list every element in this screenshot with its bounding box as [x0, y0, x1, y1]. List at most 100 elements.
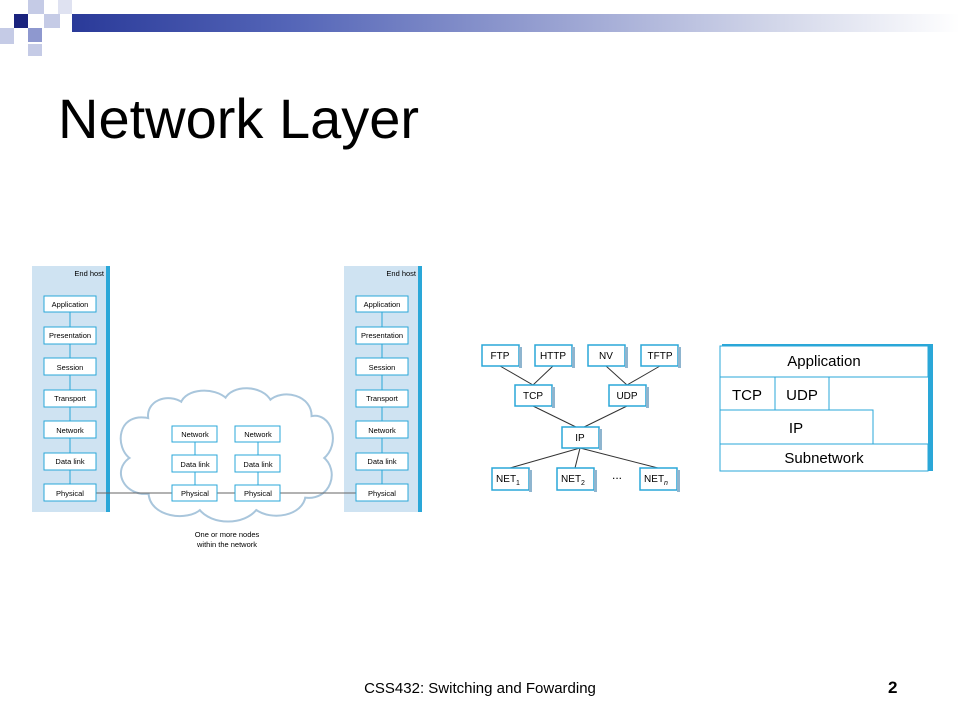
protocol-app-row: FTP HTTP NV TFTP — [481, 344, 681, 368]
node2-physical — [234, 484, 281, 502]
ftp-label: FTP — [491, 351, 510, 362]
left-host-stack: Application Presentation Session Transpo… — [43, 295, 97, 502]
node1-physical-label: Physical — [181, 489, 209, 498]
node2-datalink — [234, 454, 281, 473]
left-layer-presentation — [43, 326, 97, 345]
tcp-node-shadow — [552, 387, 555, 408]
right-layer-session — [355, 357, 409, 376]
cloud-caption-line1: One or more nodes — [195, 530, 260, 539]
left-layer-datalink — [43, 452, 97, 471]
left-layer-physical — [43, 483, 97, 502]
net1-label: NET1 — [496, 474, 520, 487]
stack-application-box — [719, 345, 929, 378]
protocol-net-row: NET1 NET2 ... NETn — [491, 467, 680, 492]
udp-node-label: UDP — [616, 391, 637, 402]
left-layer-session-label: Session — [57, 363, 84, 372]
udp-node-shadow — [646, 387, 649, 408]
network-node-2: Network Data link Physical — [234, 425, 281, 502]
right-host-stack: Application Presentation Session Transpo… — [355, 295, 409, 502]
stack-ip-label: IP — [789, 420, 803, 437]
node2-datalink-label: Data link — [243, 460, 272, 469]
protocol-graph-edges — [499, 365, 661, 469]
right-layer-datalink-label: Data link — [367, 457, 396, 466]
protocol-ip-node: IP — [561, 426, 602, 450]
right-layer-datalink — [355, 452, 409, 471]
right-host-edge — [418, 266, 422, 512]
net-ellipsis: ... — [612, 468, 622, 482]
right-layer-presentation — [355, 326, 409, 345]
corner-square-navy — [14, 14, 28, 28]
right-layer-transport-label: Transport — [366, 394, 399, 403]
tcp-node-label: TCP — [523, 391, 543, 402]
tftp-label: TFTP — [648, 351, 673, 362]
left-layer-network — [43, 420, 97, 439]
corner-square-light-1 — [28, 0, 44, 14]
right-layer-network-label: Network — [368, 426, 396, 435]
node2-network-label: Network — [244, 430, 272, 439]
stack-tcp-label: TCP — [732, 387, 762, 404]
netn-label: NETn — [644, 474, 668, 487]
right-layer-network — [355, 420, 409, 439]
http-label: HTTP — [540, 351, 566, 362]
slide-title: Network Layer — [58, 87, 420, 150]
stack-udp-label: UDP — [786, 387, 818, 404]
netn-shadow — [677, 470, 680, 492]
node1-network-label: Network — [181, 430, 209, 439]
nv-label: NV — [599, 351, 613, 362]
left-layer-presentation-label: Presentation — [49, 331, 91, 340]
corner-square-light-2 — [0, 28, 14, 44]
net1-shadow — [529, 470, 532, 492]
http-box-shadow — [572, 347, 575, 368]
left-layer-network-label: Network — [56, 426, 84, 435]
node1-network — [171, 425, 218, 443]
slide-page-number: 2 — [888, 678, 898, 697]
left-host-label: End host — [74, 269, 105, 278]
left-host-edge — [106, 266, 110, 512]
stack-frame — [719, 345, 929, 472]
ftp-box-shadow — [519, 347, 522, 368]
corner-square-mid — [28, 28, 42, 42]
right-layer-presentation-label: Presentation — [361, 331, 403, 340]
nv-box-shadow — [625, 347, 628, 368]
slide-footer: CSS432: Switching and Fowarding — [364, 680, 596, 697]
left-layer-session — [43, 357, 97, 376]
node1-datalink — [171, 454, 218, 473]
right-layer-transport — [355, 389, 409, 408]
tftp-box-shadow — [678, 347, 681, 368]
right-host-label: End host — [386, 269, 417, 278]
cloud-caption-line2: within the network — [196, 540, 257, 549]
ip-node-label: IP — [575, 433, 585, 444]
stack-subnetwork-box — [719, 443, 929, 472]
left-layer-datalink-label: Data link — [55, 457, 84, 466]
node2-network — [234, 425, 281, 443]
left-layer-application — [43, 295, 97, 313]
protocol-transport-row: TCP UDP — [514, 384, 649, 408]
left-layer-physical-label: Physical — [56, 489, 84, 498]
title-gradient-bar — [72, 14, 960, 32]
stack-udp-box — [774, 376, 830, 411]
right-layer-physical-label: Physical — [368, 489, 396, 498]
network-node-1: Network Data link Physical — [171, 425, 218, 502]
corner-square-light-4 — [28, 44, 42, 56]
left-layer-application-label: Application — [52, 300, 89, 309]
node2-physical-label: Physical — [244, 489, 272, 498]
ip-node-shadow — [599, 429, 602, 450]
stack-subnetwork-label: Subnetwork — [784, 450, 864, 467]
left-layer-transport — [43, 389, 97, 408]
corner-square-light-5 — [58, 0, 72, 14]
stack-application-label: Application — [787, 353, 860, 370]
node1-datalink-label: Data link — [180, 460, 209, 469]
right-layer-session-label: Session — [369, 363, 396, 372]
right-layer-physical — [355, 483, 409, 502]
right-layer-application-label: Application — [364, 300, 401, 309]
left-layer-transport-label: Transport — [54, 394, 87, 403]
net2-shadow — [594, 470, 597, 492]
corner-square-light-3 — [44, 14, 60, 28]
node-connectors — [194, 442, 259, 485]
node1-physical — [171, 484, 218, 502]
right-layer-application — [355, 295, 409, 313]
net2-label: NET2 — [561, 474, 585, 487]
